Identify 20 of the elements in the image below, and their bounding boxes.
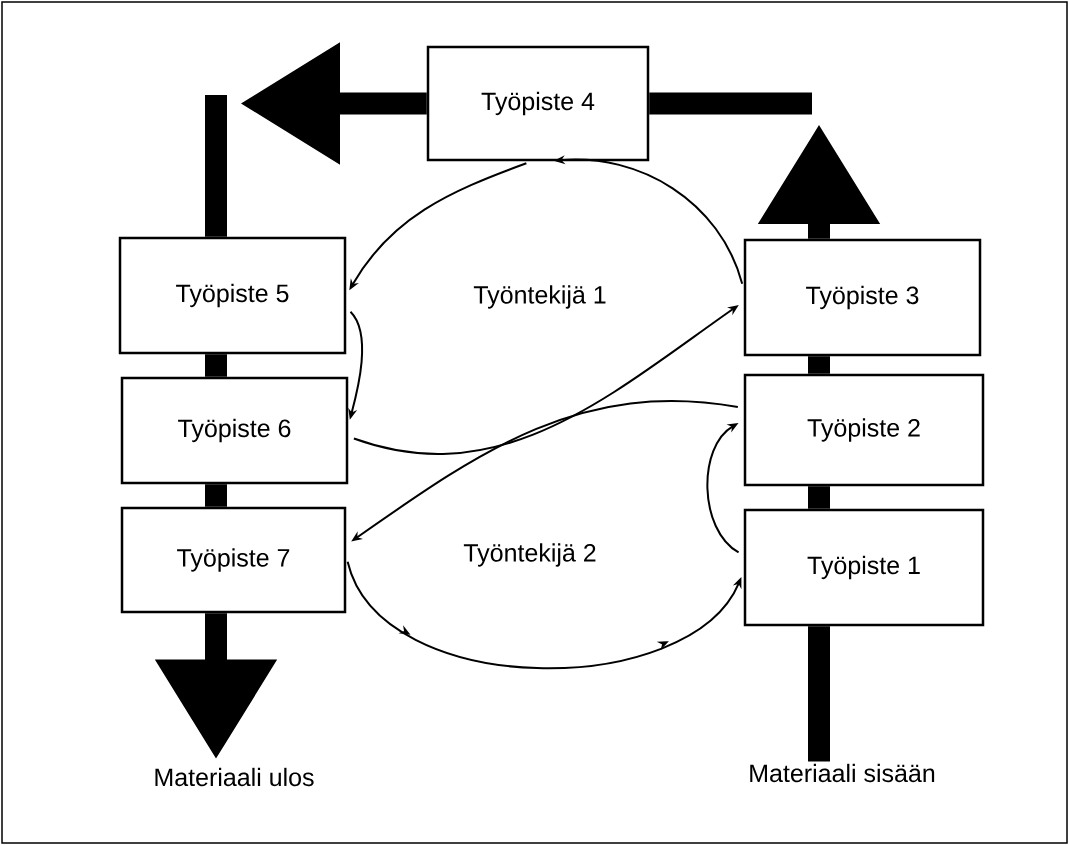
- material-label: Materiaali sisään: [750, 763, 935, 783]
- flow-bar: [205, 484, 227, 507]
- flow-bar: [808, 626, 830, 762]
- station-box: Työpiste 7: [120, 506, 347, 614]
- station-box: Työpiste 1: [743, 508, 985, 627]
- worker-label: Työntekijä 2: [463, 543, 596, 567]
- flow-bar: [649, 92, 812, 115]
- flow-bar: [808, 356, 830, 374]
- worker-label: Työntekijä 1: [473, 285, 606, 309]
- flow-bar: [205, 354, 227, 377]
- station-box: Työpiste 2: [743, 373, 985, 487]
- flow-bar: [205, 95, 227, 237]
- station-box: Työpiste 4: [426, 45, 650, 162]
- worker-path-arrow: [706, 423, 740, 554]
- worker-path-arrow: [346, 560, 742, 670]
- material-label: Materiaali ulos: [155, 767, 314, 787]
- station-box: Työpiste 3: [743, 238, 982, 357]
- station-box: Työpiste 6: [120, 376, 349, 485]
- station-box: Työpiste 5: [118, 236, 347, 355]
- flow-bar: [808, 486, 830, 509]
